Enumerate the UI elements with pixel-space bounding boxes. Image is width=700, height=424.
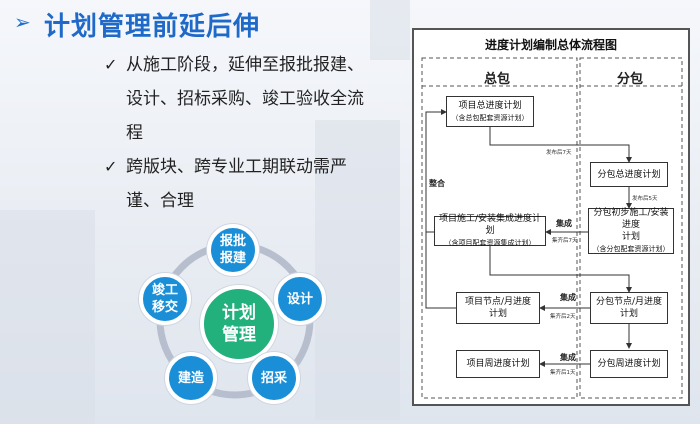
flow-box-sub-week: 分包周进度计划 <box>590 350 668 378</box>
flow-box-main-total: 项目总进度计划 （含总包配套资源计划） <box>446 96 534 127</box>
flow-label-collect: 集成 <box>560 353 576 362</box>
cycle-center: 计划 管理 <box>200 285 278 363</box>
flow-box-sub-node: 分包节点/月进度计划 <box>590 292 668 324</box>
cycle-node-approval: 报批 报建 <box>207 224 259 276</box>
flow-box-sub-total: 分包总进度计划 <box>590 162 668 187</box>
flow-box-text: （含分包配套资源计划） <box>592 245 670 253</box>
flowchart: 进度计划编制总体流程图 总包 分包 项目总进度计划 （含总包配套资源计划） 分包总… <box>412 28 690 406</box>
bullet-item: ✓ 跨版块、跨专业工期联动需严谨、合理 <box>104 150 366 218</box>
flow-box-text: 分包节点/月进度 <box>595 297 663 307</box>
cycle-node-label: 设计 <box>286 291 313 307</box>
flow-timing-note: 发布后5天 <box>632 196 658 202</box>
cycle-node-label: 建造 <box>177 370 204 386</box>
flowchart-title: 进度计划编制总体流程图 <box>484 38 617 52</box>
flow-timing-note: 集齐后1天 <box>550 370 576 376</box>
flow-box-text: 分包周进度计划 <box>597 359 661 369</box>
flow-box-main-node: 项目节点/月进度计划 <box>456 292 540 324</box>
flowchart-lines <box>421 57 683 399</box>
flow-timing-note: 发布后7天 <box>546 150 572 156</box>
flow-timing-note: 集齐后2天 <box>550 314 576 320</box>
flow-box-text: 分包总进度计划 <box>597 169 661 180</box>
flow-box-text: 项目施工/安装集成进度计划 <box>438 214 542 236</box>
flow-box-main-week: 项目周进度计划 <box>456 350 540 378</box>
bullet-item: ✓ 从施工阶段，延伸至报批报建、设计、招标采购、竣工验收全流程 <box>104 48 366 150</box>
cycle-node-design: 设计 <box>274 273 326 325</box>
cycle-node-build: 建造 <box>165 352 217 404</box>
flow-box-text: （含总包配套资源计划） <box>451 113 529 122</box>
flow-label-collect: 集成 <box>560 293 576 302</box>
flow-box-text: 分包初步施工/安装进度 <box>593 208 669 230</box>
cycle-node-label: 移交 <box>151 300 178 315</box>
page-title: 计划管理前延后伸 <box>44 12 261 42</box>
flow-box-text: 计划 <box>488 309 507 319</box>
cycle-node-label: 报建 <box>219 251 246 266</box>
cycle-node-label: 竣工 <box>151 283 178 298</box>
bullet-text: 从施工阶段，延伸至报批报建、设计、招标采购、竣工验收全流程 <box>126 55 364 143</box>
cycle-center-line: 计划 <box>222 303 256 323</box>
flow-box-text: 计划 <box>619 309 638 319</box>
cycle-center-line: 管理 <box>222 325 256 345</box>
check-icon: ✓ <box>104 157 118 176</box>
background-building <box>0 210 95 424</box>
cycle-node-procure: 招采 <box>248 352 300 404</box>
column-header-main: 总包 <box>484 72 511 87</box>
background-building <box>315 120 400 420</box>
cycle-node-label: 招采 <box>260 370 287 386</box>
title-arrow-icon: ➢ <box>14 10 31 34</box>
background-building <box>370 0 410 60</box>
flow-box-text: 项目节点/月进度 <box>464 297 532 307</box>
cycle-node-label: 报批 <box>219 234 246 249</box>
check-icon: ✓ <box>104 55 118 74</box>
bullet-text: 跨版块、跨专业工期联动需严谨、合理 <box>126 157 347 211</box>
flow-box-sub-install: 分包初步施工/安装进度计划 （含分包配套资源计划） <box>588 208 674 254</box>
flow-box-text: （含项目配套资源集成计划） <box>444 239 536 247</box>
flow-box-text: 计划 <box>621 232 640 242</box>
cycle-node-complete: 竣工 移交 <box>139 273 191 325</box>
flow-box-main-install: 项目施工/安装集成进度计划 （含项目配套资源集成计划） <box>434 214 546 247</box>
flow-label-integrate: 整合 <box>429 179 445 188</box>
flow-timing-note: 集齐后7天 <box>552 238 578 244</box>
flow-box-text: 项目总进度计划 <box>458 100 522 111</box>
flow-label-collect: 集成 <box>556 219 572 228</box>
flow-box-text: 项目周进度计划 <box>466 359 530 369</box>
column-header-sub: 分包 <box>617 72 644 87</box>
